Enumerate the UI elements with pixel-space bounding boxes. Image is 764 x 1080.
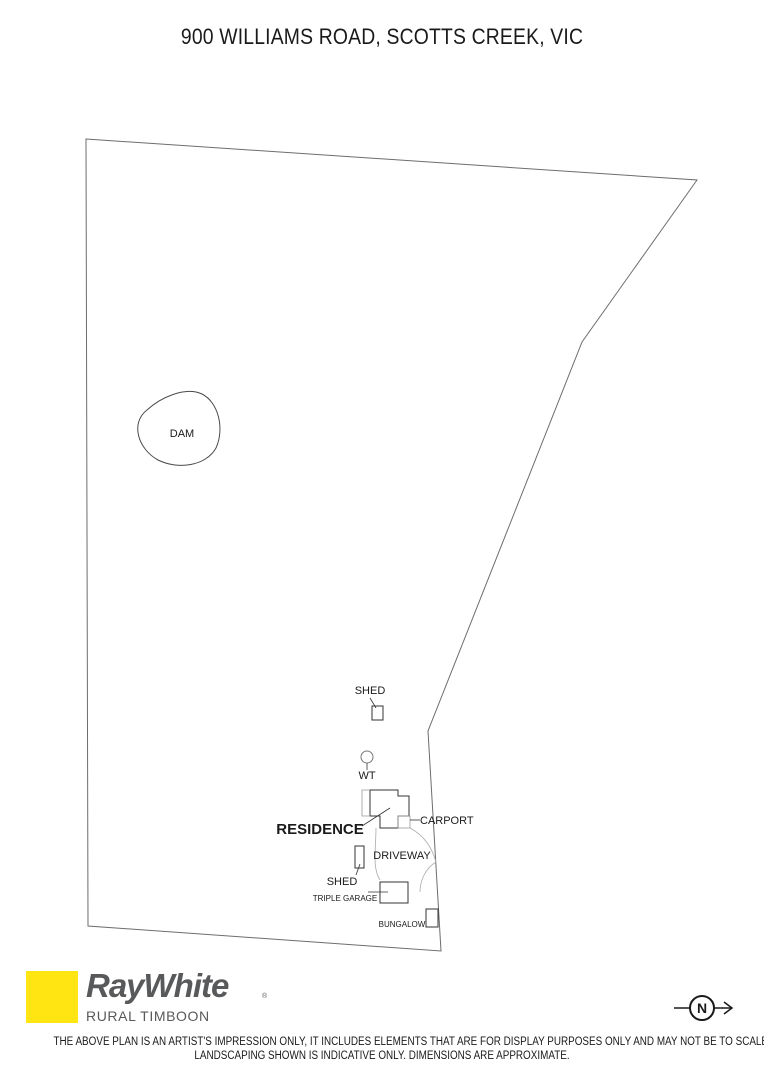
raywhite-logo: RayWhite ® RURAL TIMBOON [26,967,286,1025]
residence-label: RESIDENCE [276,821,364,838]
driveway [374,827,437,893]
water-tank [360,750,374,764]
residence-leader [361,807,391,827]
dam-label: DAM [170,428,194,440]
disclaimer: THE ABOVE PLAN IS AN ARTIST'S IMPRESSION… [0,1035,764,1063]
bungalow-label: BUNGALOW [379,920,426,929]
triple-garage-label: TRIPLE GARAGE [313,894,377,903]
carport-label: CARPORT [420,815,474,827]
disclaimer-line-1: THE ABOVE PLAN IS AN ARTIST'S IMPRESSION… [53,1036,764,1048]
logo-yellow-square [26,971,78,1023]
water-tank-label: WT [358,770,375,782]
compass-letter: N [697,1000,707,1016]
bungalow [425,908,439,928]
logo-brand: RayWhite [86,967,229,1004]
dam-outline [137,390,221,466]
shed-north-label: SHED [355,685,386,697]
shed-south-label: SHED [327,876,358,888]
page-title: 900 WILLIAMS ROAD, SCOTTS CREEK, VIC [180,24,584,49]
residence-footprint [369,789,410,829]
north-arrow-icon: N [672,993,736,1023]
shed-south [354,845,365,869]
disclaimer-line-2: LANDSCAPING SHOWN IS INDICATIVE ONLY. DI… [194,1050,570,1062]
property-boundary [85,138,698,952]
shed-south-leader [355,863,361,876]
logo-registered-mark: ® [262,993,268,1000]
residence-verandah [361,789,370,817]
carport [397,815,411,829]
driveway-label: DRIVEWAY [373,850,431,862]
logo-office: RURAL TIMBOON [86,1008,210,1024]
triple-garage [379,881,409,904]
shed-north [371,705,384,721]
